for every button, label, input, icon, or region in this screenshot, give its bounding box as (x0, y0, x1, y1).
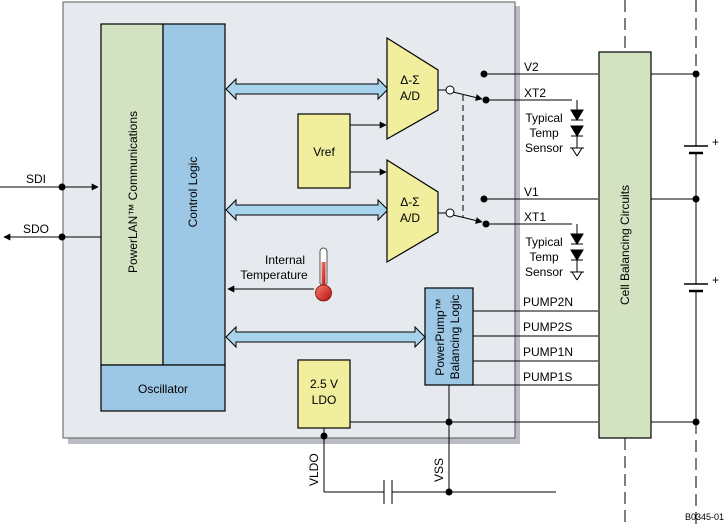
pump2n-label: PUMP2N (523, 295, 573, 309)
serial-wiring (0, 183, 101, 241)
pump-logic-label-2: Balancing Logic (448, 295, 462, 380)
sdi-node (58, 183, 66, 191)
sensor-bottom-line2: Temp (529, 250, 559, 264)
vldo-label: VLDO (307, 453, 321, 486)
internal-temp-label-1: Internal (265, 253, 305, 267)
ldo-label-2: LDO (312, 393, 337, 407)
cell-bottom-node (692, 418, 700, 426)
cell-balancing-block (598, 51, 652, 439)
thermometer-icon (315, 247, 332, 302)
v2-label: V2 (524, 60, 539, 74)
cell-balancing-label: Cell Balancing Circuits (618, 185, 632, 305)
pump-logic-block (424, 287, 474, 386)
pump-output-lines (473, 310, 598, 386)
sdo-label: SDO (23, 222, 49, 236)
xt1-node (482, 220, 490, 228)
vldo-node (320, 432, 328, 440)
v1-label: V1 (524, 185, 539, 199)
battery-cells (651, 73, 708, 423)
cell-top-plus: + (712, 135, 719, 149)
adc-bottom-switch (438, 198, 598, 225)
power-wiring (323, 385, 598, 504)
sensor-bottom-line1: Typical (525, 235, 562, 249)
xt1-label: XT1 (524, 210, 546, 224)
adc-bottom-label-1: Δ-Σ (400, 195, 419, 209)
pump1n-label: PUMP1N (523, 345, 573, 359)
sensor-top-line3: Sensor (525, 141, 563, 155)
sensor-top-line2: Temp (529, 126, 559, 140)
temp-sensor-top (570, 100, 584, 157)
comms-block (100, 23, 164, 366)
pump-logic-label-1: PowerPump™ (433, 298, 447, 375)
adc-top-label-1: Δ-Σ (400, 73, 419, 87)
sdo-node (58, 233, 66, 241)
bus-arrows (225, 77, 426, 349)
dashed-rails (624, 0, 697, 524)
adc-top-switch (438, 73, 598, 101)
pump2s-label: PUMP2S (523, 320, 572, 334)
vref-block (297, 113, 351, 189)
temp-sensor-bottom (570, 224, 584, 281)
control-logic-block (162, 23, 226, 366)
xt2-node (482, 96, 490, 104)
cell-mid-node (692, 195, 700, 203)
adc-bottom-label-2: A/D (400, 211, 420, 225)
adc-top-block (386, 36, 439, 141)
cell-bottom-plus: + (712, 273, 719, 287)
sensor-bottom-line3: Sensor (525, 265, 563, 279)
pump1s-label: PUMP1S (523, 370, 572, 384)
ldo-block (297, 359, 351, 429)
control-logic-label: Control Logic (186, 157, 200, 228)
v2-node (480, 70, 488, 78)
vref-label: Vref (313, 145, 335, 159)
oscillator-block (100, 364, 226, 412)
adc-top-label-2: A/D (400, 89, 420, 103)
ldo-label-1: 2.5 V (310, 377, 338, 391)
figure-id: B0345-01 (685, 512, 724, 522)
sdi-label: SDI (26, 172, 46, 186)
xt2-label: XT2 (524, 86, 546, 100)
cell-top-node (692, 70, 700, 78)
internal-temp-label-2: Temperature (240, 268, 308, 282)
vss-node (445, 418, 453, 426)
v1-node (480, 195, 488, 203)
vss-label: VSS (432, 458, 446, 482)
oscillator-label: Oscillator (138, 382, 188, 396)
comms-label: PowerLAN™ Communications (126, 111, 140, 273)
vss-bottom-node (445, 488, 453, 496)
adc-bottom-block (386, 158, 439, 264)
sensor-top-line1: Typical (525, 111, 562, 125)
